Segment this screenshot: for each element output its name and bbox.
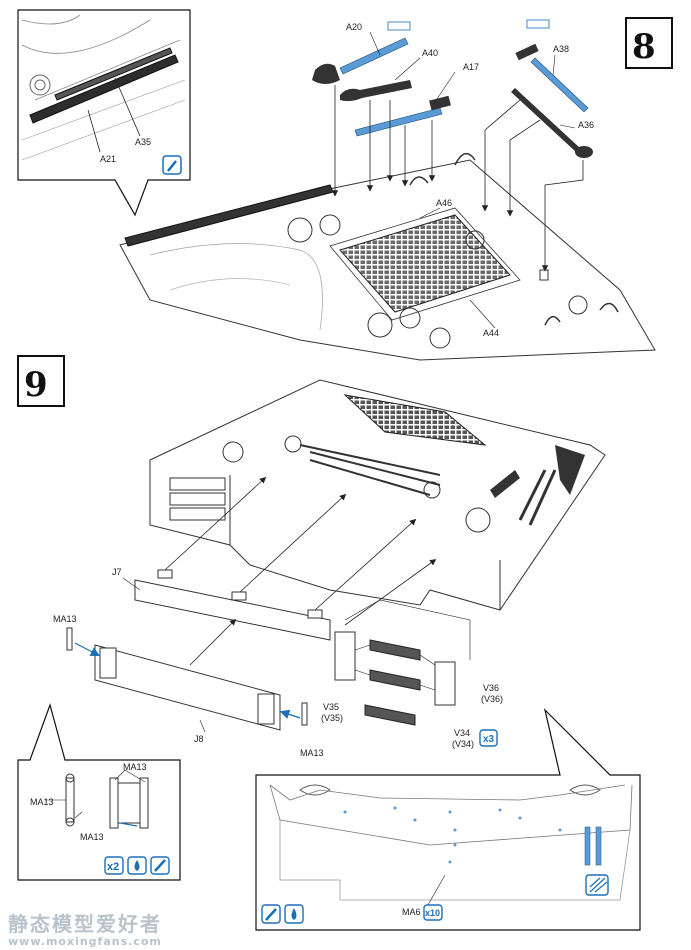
ma6-quantity: x10 [425,908,440,918]
step-9-hull [149,379,606,611]
label-ma13-right: MA13 [300,748,324,758]
label-v36: V36 [483,683,499,693]
v35-part [334,631,356,681]
j8-plate: J8 MA13 MA13 [53,614,324,758]
inset-quantity: x2 [107,861,119,873]
step-8-number: 8 [632,27,656,67]
v34-part-b [369,669,421,691]
a44-grille [339,214,511,313]
label-v35-alt: (V35) [321,713,343,723]
label-a17: A17 [463,62,479,72]
label-a38: A38 [553,44,569,54]
watermark-cn: 静态模型爱好者 [8,912,162,936]
label-a35: A35 [135,137,151,147]
inset-label-ma13-c: MA13 [80,832,104,842]
inset-label-ma13-b: MA13 [30,797,54,807]
label-a46: A46 [436,198,452,208]
a36-part [511,88,580,152]
v34-part-a [369,639,421,661]
v-parts: V35 (V35) V36 (V36) V34 (V34) x3 [321,559,503,749]
step-8-inset: A21 A35 [17,9,191,217]
inset-label-ma6: MA6 [402,907,421,917]
inset-ma13: MA13 MA13 MA13 x2 [17,703,181,881]
step-9-number: 9 [24,365,48,405]
a17-part [354,107,443,137]
label-v34: V34 [454,728,470,738]
label-a44: A44 [483,328,499,338]
watermark-url: www.moxingfans.com [8,935,162,948]
j7-plate: J7 [112,476,417,641]
label-a36: A36 [578,120,594,130]
label-a21: A21 [100,154,116,164]
label-v34-alt: (V34) [452,739,474,749]
ma13-right-part [301,702,308,726]
label-a40: A40 [422,48,438,58]
step-9-grille [343,394,487,446]
a21-part [29,54,179,124]
inset-label-ma13-a: MA13 [123,762,147,772]
a20-part [339,37,409,75]
label-v36-alt: (V36) [481,694,503,704]
step-8-box [625,17,673,69]
ma13-left-part [66,627,73,651]
label-j7: J7 [112,567,122,577]
label-v35: V35 [323,702,339,712]
label-j8: J8 [194,734,204,744]
step-8: 8 A21 A35 [17,9,673,361]
step-8-parts: A20 A40 A17 A38 A36 A46 A44 [312,19,594,338]
a20-clamp [312,63,340,84]
label-a20: A20 [346,22,362,32]
a40-part [340,80,412,102]
step-9: 9 J7 [17,355,641,931]
label-ma13-left: MA13 [53,614,77,624]
inset-ma6: MA6 x10 [255,708,641,931]
v36-part [434,661,456,706]
v34-quantity: x3 [483,734,495,745]
step-8-hull [119,152,656,361]
watermark: 静态模型爱好者 www.moxingfans.com [8,908,162,948]
a38-part [530,57,589,113]
v34-part-c [364,704,416,726]
step-9-box [17,355,65,407]
